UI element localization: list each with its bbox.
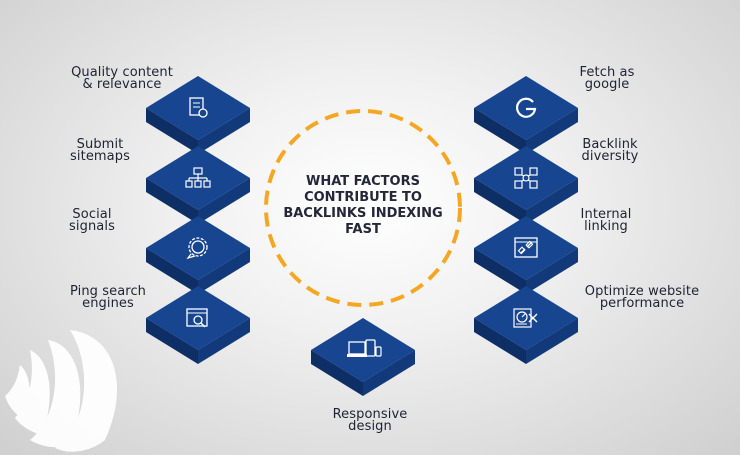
label-backlink-diversity: Backlink diversity xyxy=(581,137,639,164)
label-responsive-design: Responsive design xyxy=(332,407,408,434)
speech-bubble-icon xyxy=(186,237,208,260)
globe-watermark-icon xyxy=(5,330,118,452)
factor-tile-4 xyxy=(311,318,415,396)
label-ping-search-engines: Ping search engines xyxy=(69,284,147,311)
label-social-signals: Social signals xyxy=(69,207,115,234)
label-fetch-as-google: Fetch as google xyxy=(579,65,635,92)
label-optimize-website-performance: Optimize website performance xyxy=(584,284,700,311)
link-nodes-icon xyxy=(514,167,538,189)
devices-icon xyxy=(347,339,382,357)
factor-tile-5 xyxy=(474,76,578,154)
factor-tile-1 xyxy=(146,146,250,224)
document-gear-icon xyxy=(189,97,208,118)
factor-tile-3 xyxy=(146,286,250,364)
sitemap-icon xyxy=(185,167,211,188)
factor-tile-0 xyxy=(146,76,250,154)
factor-tile-2 xyxy=(146,216,250,294)
center-dashed-ring xyxy=(264,109,462,307)
factor-tile-8 xyxy=(474,286,578,364)
speed-gauge-icon xyxy=(513,308,538,328)
center-title: WHAT FACTORS CONTRIBUTE TO BACKLINKS IND… xyxy=(283,174,443,237)
label-submit-sitemaps: Submit sitemaps xyxy=(70,137,130,164)
label-quality-content: Quality content & relevance xyxy=(71,65,173,92)
factor-tile-6 xyxy=(474,146,578,224)
google-g-icon xyxy=(515,97,537,118)
factor-tile-7 xyxy=(474,216,578,294)
browser-link-icon xyxy=(514,237,538,258)
browser-search-icon xyxy=(186,308,208,328)
label-internal-linking: Internal linking xyxy=(580,207,632,234)
